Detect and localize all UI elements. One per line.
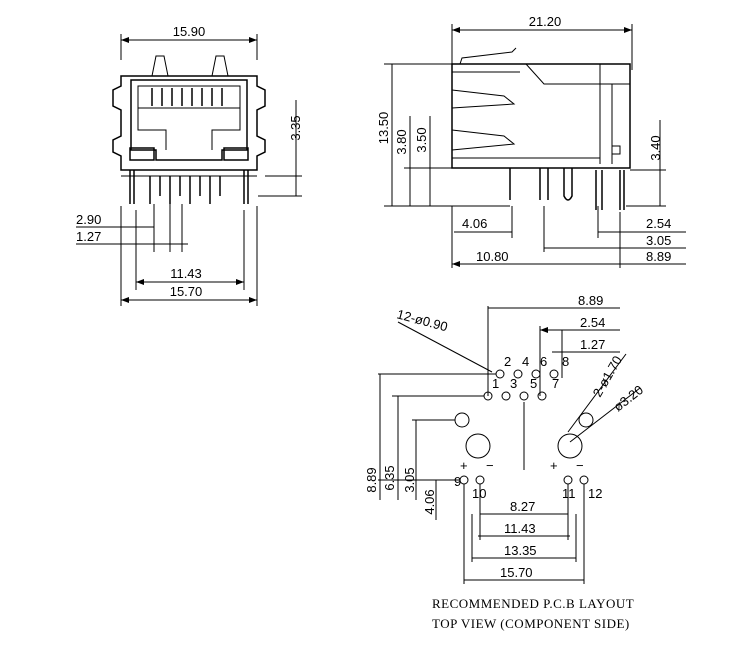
caption-line-2: TOP VIEW (COMPONENT SIDE) [432,616,630,631]
pin-label-10: 10 [472,486,486,501]
led-minus-left: − [486,458,494,473]
dim-pcb-1143: 11.43 [504,521,536,536]
pin-label-3: 3 [510,376,517,391]
dim-side-380: 3.80 [394,129,409,154]
pin-label-2: 2 [504,354,511,369]
alignment-hole-left [454,412,470,428]
caption-line-1: RECOMMENDED P.C.B LAYOUT [432,596,634,611]
dim-pcb-left-406: 4.06 [422,489,437,514]
dim-side-height: 13.50 [376,112,391,145]
dim-front-side-height: 3.35 [288,115,303,140]
dim-pcb-half-pitch: 1.27 [580,337,605,352]
mounting-hole-left [465,433,491,459]
dim-front-pitch-a: 2.90 [76,212,101,227]
dim-pcb-top: 8.89 [578,293,603,308]
side-view: 21.20 13.50 3.80 3.50 [376,14,686,268]
dim-front-width: 15.90 [173,24,206,39]
pin-label-12: 12 [588,486,602,501]
pin-label-1: 1 [492,376,499,391]
dim-front-span-inner: 11.43 [170,266,202,281]
contact-fingers [151,88,223,106]
led-plus-right: + [550,458,558,473]
label-hole-small: 12-ø0.90 [395,306,449,334]
dim-pcb-left-889: 8.89 [364,467,379,492]
dim-front-pitch-b: 1.27 [76,229,101,244]
dim-side-254: 2.54 [646,216,671,231]
front-view: 15.90 [76,24,303,306]
pin-label-6: 6 [540,354,547,369]
label-hole-large: ø3.20 [611,382,646,414]
dim-pcb-1335: 13.35 [504,543,537,558]
dim-side-length: 21.20 [529,14,562,29]
led-plus-left: + [460,458,468,473]
dim-pcb-pitch: 2.54 [580,315,605,330]
dim-front-span-outer: 15.70 [170,284,203,299]
pin-label-7: 7 [552,376,559,391]
alignment-hole-right [578,412,594,428]
dim-pcb-left-305: 3.05 [402,467,417,492]
pin-label-9: 9 [454,474,461,489]
led-minus-right: − [576,458,584,473]
dim-side-350: 3.50 [414,127,429,152]
dim-pcb-1570: 15.70 [500,565,533,580]
dim-side-340: 3.40 [648,135,663,160]
label-hole-medium: 2-ø1.70 [590,353,625,399]
pin-label-5: 5 [530,376,537,391]
dim-side-889: 8.89 [646,249,671,264]
signal-holes [483,369,559,401]
dim-pcb-827: 8.27 [510,499,535,514]
pin-label-11: 11 [562,486,576,501]
pin-label-8: 8 [562,354,569,369]
pcb-layout: 8.89 2.54 1.27 12-ø0.90 2-ø1.70 ø3.20 2 … [364,293,646,584]
mounting-hole-right [557,433,583,459]
dim-side-406: 4.06 [462,216,487,231]
pin-label-4: 4 [522,354,529,369]
dim-side-305: 3.05 [646,233,671,248]
front-pins [129,170,249,204]
dim-side-1080: 10.80 [476,249,509,264]
dim-pcb-left-635: 6.35 [382,465,397,490]
